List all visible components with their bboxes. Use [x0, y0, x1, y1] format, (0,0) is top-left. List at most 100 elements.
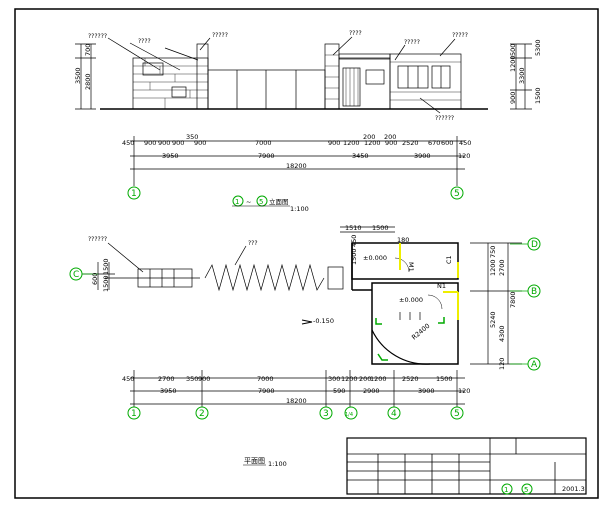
plan-rdim-5: 5240 [489, 311, 497, 328]
elev-title-scale: 1:100 [290, 205, 309, 213]
plan-d1-5: 7000 [257, 375, 274, 383]
plan-axis-1: 1 [131, 409, 137, 419]
elev-hdim-3: 3500 [74, 67, 82, 84]
plan-sdim-2: 1500 [102, 258, 110, 275]
elev-d1-6: 350 [186, 133, 198, 141]
elev-d1-8: 900 [328, 139, 340, 147]
elev-d1-9: 1200 [343, 139, 360, 147]
plan-d1-9: 1200 [370, 375, 387, 383]
elev-d1-17: 200 [384, 133, 396, 141]
drawing-frame [14, 8, 599, 499]
plan-walldim: 180 [397, 236, 409, 244]
plan-elev-1: ±0.000 [363, 254, 387, 262]
elev-axis-left: 1 [131, 189, 137, 199]
plan-total: 18200 [286, 397, 307, 405]
tb-axis-to: 5 [524, 486, 528, 494]
plan-rdim-6: 7800 [509, 291, 517, 308]
plan-axes [69, 237, 541, 420]
elev-d1-5: 900 [194, 139, 206, 147]
elev-callout-7: ?????? [435, 115, 454, 122]
plan-axis-sub: 1/4 [345, 412, 353, 418]
plan-view [82, 226, 522, 407]
elev-d1-15: 450 [459, 139, 471, 147]
plan-topdim-1: 1510 [345, 224, 362, 232]
elev-d1-2: 900 [144, 139, 156, 147]
plan-vdim-1: 1500 [350, 248, 358, 265]
plan-d1-11: 1500 [436, 375, 453, 383]
elev-d2-1: 3950 [162, 152, 179, 160]
elev-rdim-2: 1200 [509, 55, 517, 72]
plan-rdim-1: 750 [489, 246, 497, 258]
elev-callout-3: ????? [212, 32, 228, 39]
plan-axis-d: D [531, 240, 538, 250]
elev-d2-4: 3900 [414, 152, 431, 160]
plan-axis-c: C [73, 270, 79, 280]
elev-d1-1: 450 [122, 139, 134, 147]
plan-axis-2: 2 [199, 409, 205, 419]
plan-rdim-3: 2700 [498, 259, 506, 276]
elev-d2-3: 3450 [352, 152, 369, 160]
elev-d1-10: 1200 [364, 139, 381, 147]
plan-vdim-2: 450 [350, 235, 358, 247]
elev-callout-6: ????? [452, 32, 468, 39]
elev-d1-11: 900 [385, 139, 397, 147]
elev-d1-7: 7000 [255, 139, 272, 147]
plan-d1-7: 1200 [341, 375, 358, 383]
elev-hdim-2: 2800 [84, 73, 92, 90]
elevation-view [75, 36, 532, 186]
plan-callout-left: ?????? [88, 236, 107, 243]
elev-title-axis-from: 1 [235, 198, 239, 206]
elev-callout-2: ???? [138, 38, 151, 45]
elevation-title: 1 ~ 5 立面图 1:100 [232, 195, 309, 213]
plan-d2-4: 2900 [363, 387, 380, 395]
elev-rdim-4: 5300 [534, 39, 542, 56]
plan-d1-1: 450 [122, 375, 134, 383]
elev-rdim-1: 500 [509, 44, 517, 56]
plan-axis-4: 4 [391, 409, 397, 419]
elev-d1-16: 200 [363, 133, 375, 141]
plan-d1-3: 350 [186, 375, 198, 383]
plan-room-n1: N1 [437, 282, 446, 290]
plan-title: 平面图 [244, 457, 265, 465]
plan-d1-6: 300 [328, 375, 340, 383]
elev-d2-2: 7900 [258, 152, 275, 160]
elev-d1-12: 2520 [402, 139, 419, 147]
tb-axis-from: 1 [504, 486, 508, 494]
elev-d1-4: 900 [172, 139, 184, 147]
plan-d2-2: 7900 [258, 387, 275, 395]
elev-d2-5: 120 [458, 152, 470, 160]
elev-total: 18200 [286, 162, 307, 170]
plan-axis-3: 3 [323, 409, 329, 419]
plan-axis-b: B [531, 287, 537, 297]
elev-rdim-6: 1500 [534, 87, 542, 104]
plan-d2-1: 3950 [160, 387, 177, 395]
plan-d2-5: 3900 [418, 387, 435, 395]
plan-room-m1: M1 [407, 262, 415, 272]
elev-callout-1: ?????? [88, 33, 107, 40]
elev-hdim-1: 700 [84, 44, 92, 56]
plan-d1-4: 900 [198, 375, 210, 383]
plan-elev-2: ±0.000 [399, 296, 423, 304]
elev-d1-14: 600 [441, 139, 453, 147]
plan-d2-6: 120 [458, 387, 470, 395]
plan-axis-a: A [531, 360, 538, 370]
elev-rdim-5: 900 [509, 92, 517, 104]
elev-title-axis-to: 5 [259, 198, 263, 206]
plan-arc-label: R2400 [410, 322, 431, 342]
plan-sdim-3: 1500 [102, 275, 110, 292]
plan-axis-5: 5 [454, 409, 460, 419]
tb-date: 2001.3 [562, 485, 585, 493]
elev-d1-13: 670 [428, 139, 440, 147]
plan-sdim-1: 600 [91, 273, 99, 285]
plan-elev-3: -0.150 [313, 317, 334, 325]
elevation-axes [127, 186, 464, 200]
plan-rdim-7: 120 [498, 358, 506, 370]
plan-room-c1: C1 [445, 255, 453, 264]
title-block [346, 437, 587, 495]
plan-d1-8: 200 [359, 375, 371, 383]
plan-d1-10: 2520 [402, 375, 419, 383]
elev-callout-4: ???? [349, 30, 362, 37]
elev-title-text: 立面图 [269, 197, 289, 206]
plan-callout-fence: ??? [248, 240, 258, 247]
